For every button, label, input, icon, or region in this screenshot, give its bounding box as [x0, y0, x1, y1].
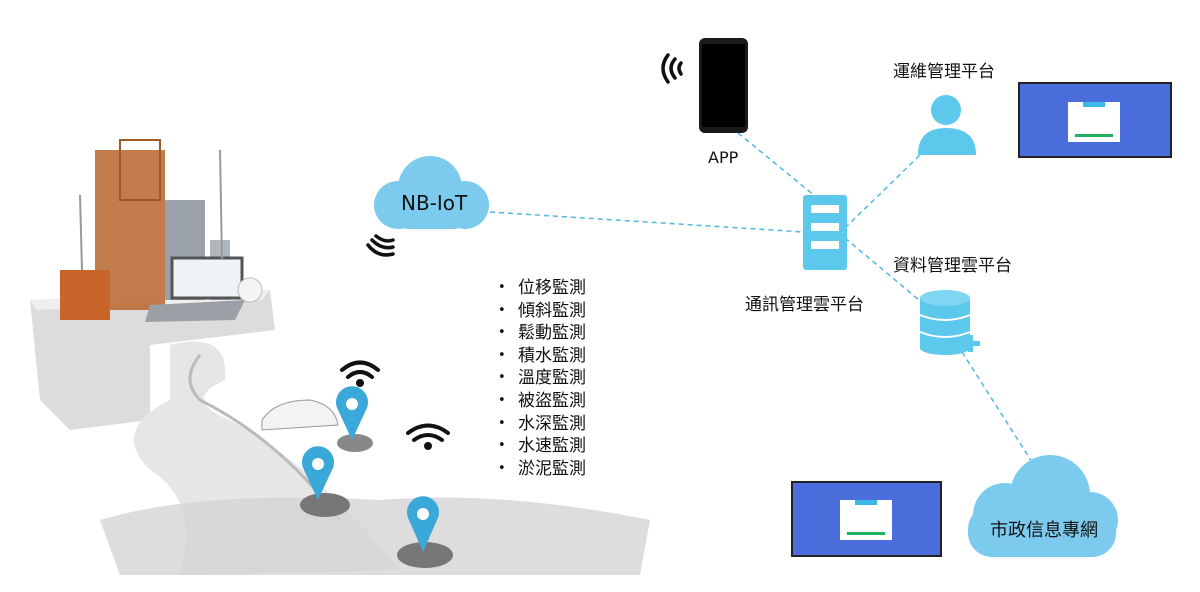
phone-icon	[699, 38, 748, 133]
list-item: 被盜監測	[498, 390, 586, 413]
city-platform-screen	[791, 481, 942, 557]
ops-platform-label: 運維管理平台	[893, 62, 995, 82]
manhole-icon	[337, 434, 373, 452]
comm-platform-label: 通訊管理雲平台	[745, 295, 864, 315]
manhole-icon	[300, 493, 350, 517]
link-db-city	[961, 351, 1033, 463]
nbiot-cloud-icon	[374, 156, 489, 229]
database-icon	[919, 290, 980, 355]
list-item: 溫度監測	[498, 367, 586, 390]
monitoring-list: 位移監測 傾斜監測 鬆動監測 積水監測 溫度監測 被盜監測 水深監測 水速監測 …	[498, 277, 586, 480]
signal-icon	[366, 234, 395, 257]
manhole-icon	[397, 542, 453, 568]
car-icon	[261, 399, 339, 431]
app-label: APP	[708, 148, 739, 167]
list-item: 鬆動監測	[498, 322, 586, 345]
signal-icon	[340, 360, 450, 450]
city-network-label: 市政信息專網	[990, 520, 1098, 541]
connections	[489, 132, 1033, 463]
list-item: 傾斜監測	[498, 300, 586, 323]
list-item: 水深監測	[498, 413, 586, 436]
location-pin-icon	[302, 386, 439, 552]
list-item: 積水監測	[498, 345, 586, 368]
list-item: 淤泥監測	[498, 458, 586, 481]
user-icon	[918, 95, 976, 155]
signal-icon	[661, 53, 683, 84]
link-nbiot-server	[489, 211, 804, 233]
link-server-ops	[844, 154, 921, 229]
server-icon	[803, 195, 847, 270]
list-item: 水速監測	[498, 435, 586, 458]
link-app-server	[737, 132, 816, 197]
ops-platform-screen	[1018, 82, 1172, 158]
smart-city-illustration	[30, 139, 650, 575]
nbiot-label: NB-IoT	[401, 191, 468, 215]
city-network-cloud-icon	[968, 455, 1118, 557]
list-item: 位移監測	[498, 277, 586, 300]
data-platform-label: 資料管理雲平台	[893, 256, 1012, 276]
